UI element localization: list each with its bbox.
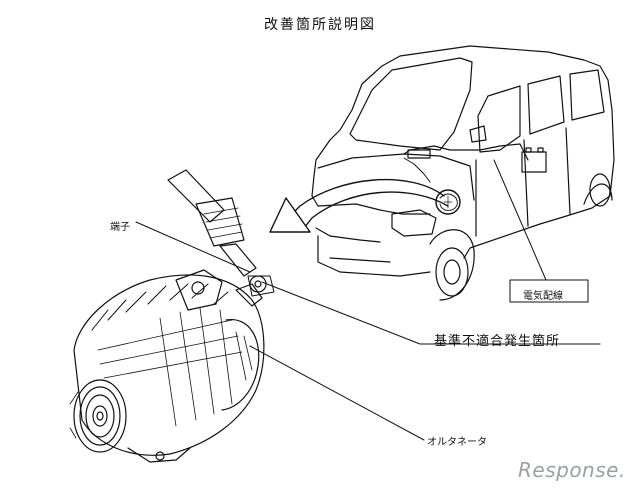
response-watermark-logo: Response. xyxy=(518,458,626,482)
leader-line-alternator xyxy=(249,345,425,441)
watermark-text: Response. xyxy=(518,458,626,482)
wiring-label-box xyxy=(509,279,589,303)
leader-line-terminal xyxy=(135,221,251,273)
defect-location-label: 基準不適合発生箇所 xyxy=(434,334,561,349)
diagram-title: 改善箇所説明図 xyxy=(264,17,376,33)
alternator-illustration xyxy=(69,269,265,463)
curved-arrow xyxy=(269,178,449,233)
terminal-label: 端子 xyxy=(110,222,130,233)
leader-line-defect xyxy=(261,281,601,345)
cable-illustration xyxy=(167,169,275,297)
van-illustration xyxy=(311,45,615,301)
leader-line-wiring xyxy=(493,159,547,281)
alternator-label: オルタネータ xyxy=(427,437,487,448)
electrical-wiring-label: 電気配線 xyxy=(523,291,563,302)
